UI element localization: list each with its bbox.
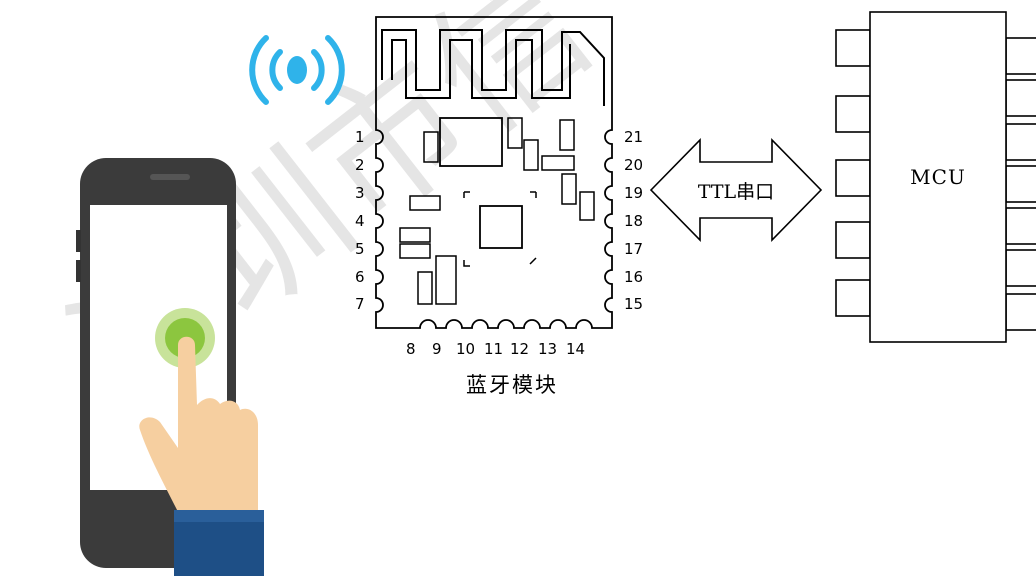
pin-label: 6 [355, 268, 365, 286]
pin-label: 2 [355, 156, 365, 174]
pin-label: 18 [624, 212, 643, 230]
ttl-serial-label: TTL串口 [698, 181, 774, 203]
mcu-label: MCU [910, 165, 966, 189]
module-caption: 蓝牙模块 [466, 373, 558, 397]
pin-label: 10 [456, 340, 475, 358]
pin-label: 16 [624, 268, 643, 286]
pin-label: 3 [355, 184, 365, 202]
pin-label: 21 [624, 128, 643, 146]
hand-icon [139, 336, 264, 576]
pin-label: 20 [624, 156, 643, 174]
pin-label: 7 [355, 295, 365, 313]
ttl-serial-arrow: TTL串口 [649, 138, 823, 242]
pin-label: 9 [432, 340, 442, 358]
pin-label: 12 [510, 340, 529, 358]
pin-label: 8 [406, 340, 416, 358]
antenna-trace [381, 29, 605, 106]
pin-label: 5 [355, 240, 365, 258]
pin-label: 13 [538, 340, 557, 358]
pin-label: 4 [355, 212, 365, 230]
pin-label: 11 [484, 340, 503, 358]
module-pin-labels: 1 2 3 4 5 6 7 8 9 10 11 12 13 14 15 16 1… [355, 128, 643, 358]
pin-label: 19 [624, 184, 643, 202]
pin-label: 1 [355, 128, 365, 146]
pin-label: 15 [624, 295, 643, 313]
wireless-signal-icon [249, 35, 345, 105]
pin-label: 17 [624, 240, 643, 258]
mcu-chip [835, 11, 1036, 343]
bluetooth-module [375, 16, 613, 329]
pin-label: 14 [566, 340, 585, 358]
